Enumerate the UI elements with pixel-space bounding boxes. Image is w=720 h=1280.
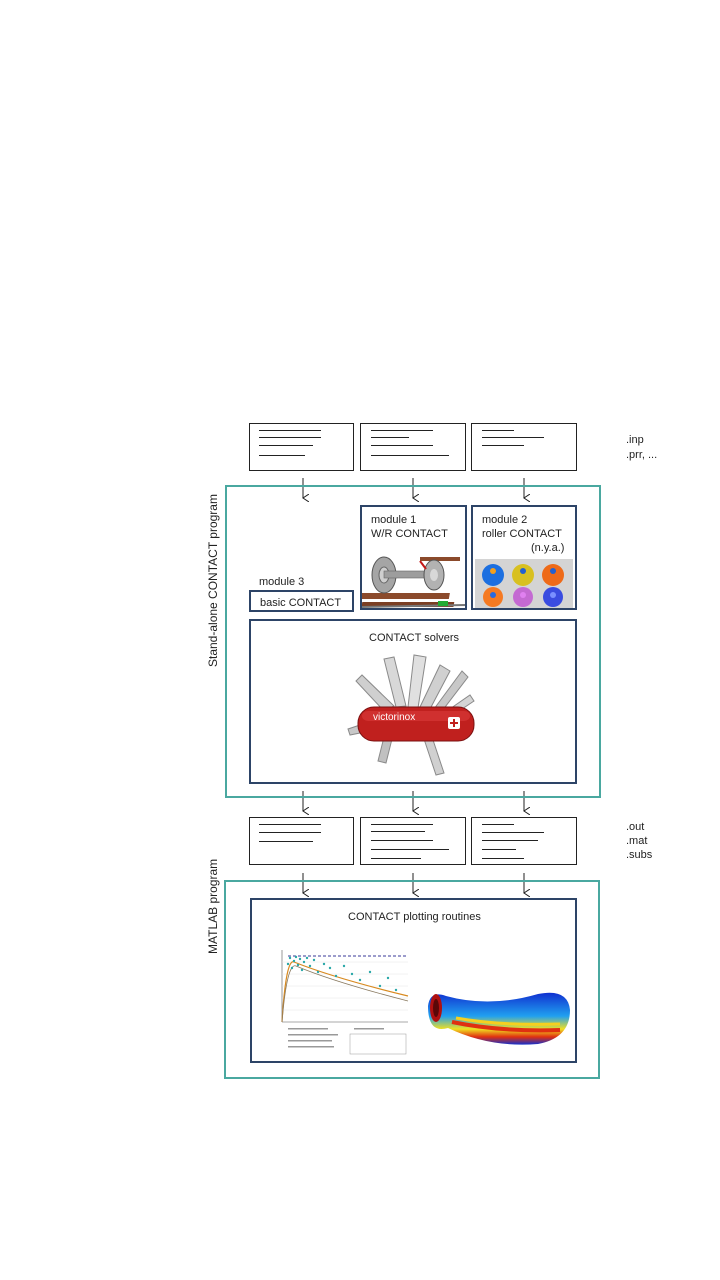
output-file-box-1 <box>249 817 354 865</box>
roller-spheres-image <box>475 559 573 608</box>
standalone-program-frame <box>225 485 601 798</box>
wheelset-image <box>362 547 465 608</box>
module-2-status: (n.y.a.) <box>531 542 565 554</box>
module-3-name: basic CONTACT <box>260 597 342 609</box>
plotting-routines-title: CONTACT plotting routines <box>348 911 481 923</box>
output-ext-3: .subs <box>626 849 653 861</box>
friction-curve-plot-image <box>274 946 414 1058</box>
output-ext-2: .mat <box>626 835 648 847</box>
matlab-program-frame <box>224 880 600 1079</box>
module-2-box: module 2 roller CONTACT (n.y.a.) <box>471 505 577 610</box>
module-1-label: module 1 <box>371 514 417 526</box>
contact-pressure-contour-image <box>428 992 570 1045</box>
contact-solvers-title: CONTACT solvers <box>369 632 460 644</box>
swiss-army-knife-image <box>347 654 475 776</box>
input-file-box-2 <box>360 423 466 471</box>
module-2-name: roller CONTACT <box>482 528 562 540</box>
module-1-box: module 1 W/R CONTACT <box>360 505 467 610</box>
input-ext-1: .inp <box>626 434 644 446</box>
module-2-label: module 2 <box>482 514 528 526</box>
module-3-label: module 3 <box>259 576 305 588</box>
input-file-box-3 <box>471 423 577 471</box>
matlab-program-label: MATLAB program <box>206 858 220 954</box>
output-ext-1: .out <box>626 821 645 833</box>
module-1-name: W/R CONTACT <box>371 528 448 540</box>
input-ext-2: .prr, ... <box>626 449 658 461</box>
output-file-box-3 <box>471 817 577 865</box>
output-file-box-2 <box>360 817 466 865</box>
knife-brand-label: victorinox <box>373 712 416 723</box>
standalone-program-label: Stand-alone CONTACT program <box>206 494 220 667</box>
plotting-routines-box: CONTACT plotting routines <box>250 898 577 1063</box>
module-3-box: basic CONTACT <box>249 590 354 612</box>
contact-solvers-box: CONTACT solvers victorinox <box>249 619 577 784</box>
input-file-box-1 <box>249 423 354 471</box>
